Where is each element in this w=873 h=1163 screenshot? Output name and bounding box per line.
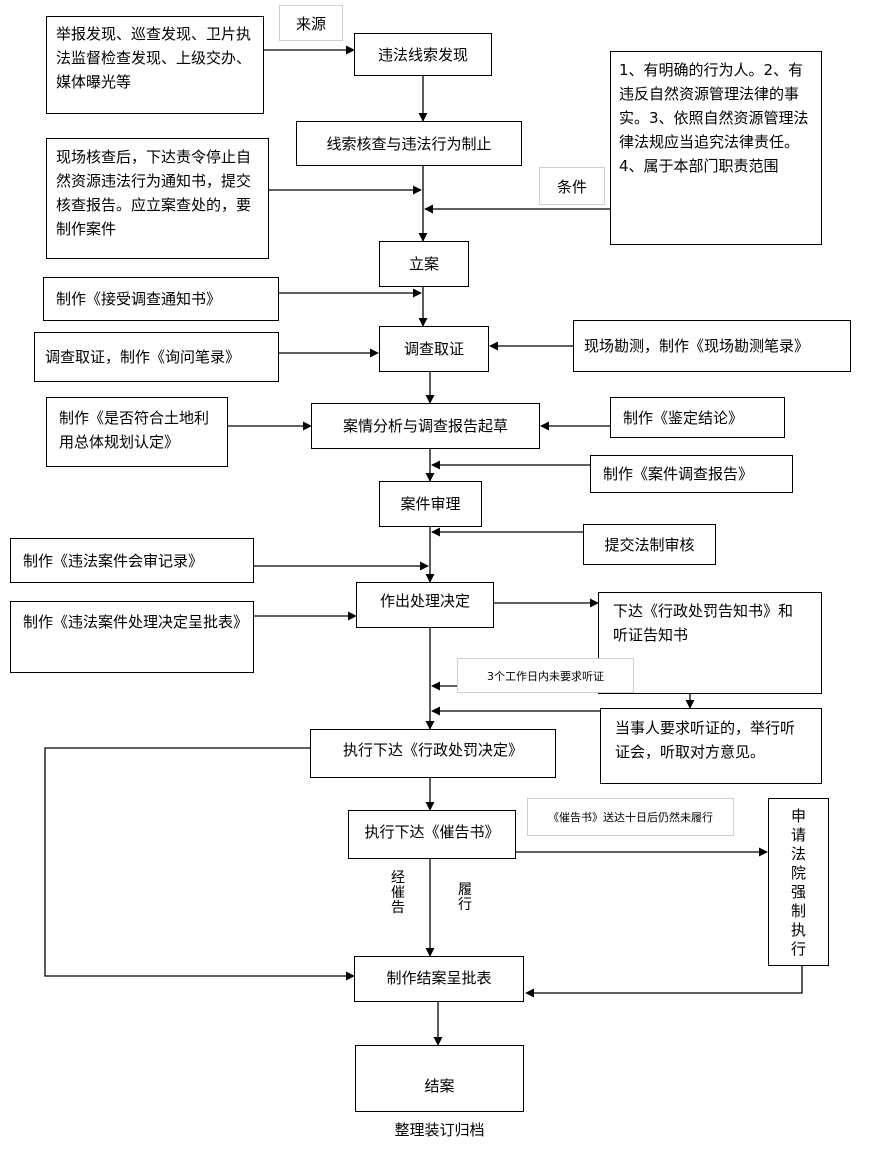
label-urge-note: 《催告书》送达十日后仍然未履行 [527, 798, 734, 836]
box-execute-urge: 执行下达《催告书》 [348, 810, 516, 859]
label-condition: 条件 [539, 167, 605, 205]
arrow-left-loop [44, 747, 355, 981]
box-verification: 线索核查与违法行为制止 [296, 121, 522, 166]
box-conditions: 1、有明确的行为人。2、有违反自然资源管理法律的事实。3、依照自然资源管理法律法… [610, 51, 822, 245]
box-accept-notice: 制作《接受调查通知书》 [43, 277, 279, 321]
box-approval-form: 制作《违法案件处理决定呈批表》 [10, 601, 254, 673]
closing-line-2: 整理装订归档 [394, 1121, 485, 1139]
box-closing: 结案 整理装订归档 [355, 1045, 524, 1139]
label-after-urge: 经催告 [391, 870, 405, 916]
box-case-report: 制作《案件调查报告》 [590, 455, 793, 493]
label-source: 来源 [279, 5, 343, 41]
box-investigation: 调查取证 [379, 326, 489, 372]
box-analysis: 案情分析与调查报告起草 [311, 403, 540, 449]
label-no-hearing: 3个工作日内未要求听证 [457, 658, 634, 693]
box-closing-form: 制作结案呈批表 [354, 956, 524, 1002]
arrow-court-to-closing [525, 965, 803, 998]
box-legal-review: 提交法制审核 [583, 524, 716, 565]
box-execute-penalty: 执行下达《行政处罚决定》 [310, 729, 556, 778]
box-inquiry-record: 调查取证，制作《询问笔录》 [34, 332, 279, 382]
label-performed: 履行 [458, 882, 472, 913]
box-filing: 立案 [379, 241, 469, 287]
box-discovery: 违法线索发现 [354, 33, 492, 76]
box-onsite-note: 现场核查后，下达责令停止自然资源违法行为通知书，提交核查报告。应立案查处的，要制… [46, 138, 269, 259]
box-source-detail: 举报发现、巡查发现、卫片执法监督检查发现、上级交办、媒体曝光等 [46, 16, 264, 114]
box-land-plan: 制作《是否符合土地利用总体规划认定》 [46, 397, 228, 467]
box-hearing: 当事人要求听证的，举行听证会，听取对方意见。 [600, 708, 822, 784]
closing-line-1: 结案 [424, 1077, 455, 1095]
box-appraisal: 制作《鉴定结论》 [610, 397, 785, 438]
box-notice-penalty: 下达《行政处罚告知书》和听证告知书 [598, 592, 822, 694]
box-court: 申请法院强制执行 [768, 798, 829, 966]
box-meeting-record: 制作《违法案件会审记录》 [10, 538, 254, 583]
box-decision: 作出处理决定 [356, 582, 494, 628]
box-survey-record: 现场勘测，制作《现场勘测笔录》 [573, 320, 851, 372]
box-review: 案件审理 [379, 481, 482, 527]
